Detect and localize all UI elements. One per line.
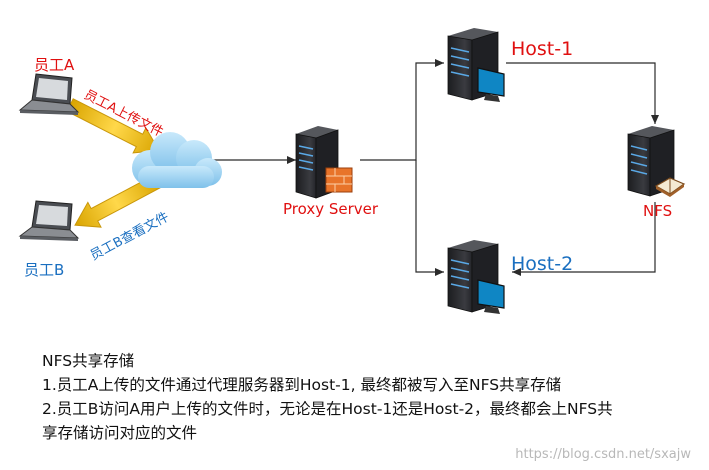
cloud-icon bbox=[132, 132, 222, 188]
laptop-icon-employee-a bbox=[18, 73, 80, 115]
employee-b-label: 员工B bbox=[24, 261, 65, 279]
host2-server-icon bbox=[447, 240, 505, 314]
host1-label: Host-1 bbox=[511, 38, 574, 60]
host1-to-nfs-connector bbox=[506, 62, 659, 124]
proxy-to-host2-connector bbox=[415, 160, 444, 276]
book-icon bbox=[654, 177, 686, 197]
nfs-label: NFS bbox=[643, 202, 673, 220]
proxy-server-label: Proxy Server bbox=[283, 200, 379, 218]
connectors bbox=[212, 59, 659, 276]
host1-server-icon bbox=[447, 28, 505, 102]
laptop-icon-employee-b bbox=[18, 200, 80, 241]
employee-a-label: 员工A bbox=[34, 56, 75, 74]
monitor-icon bbox=[477, 279, 505, 314]
description-line-2: 2.员工B访问A用户上传的文件时，无论是在Host-1还是Host-2，最终都会… bbox=[42, 400, 613, 418]
watermark: https://blog.csdn.net/sxajw bbox=[515, 447, 691, 462]
description-line-3: 享存储访问对应的文件 bbox=[42, 424, 198, 442]
host2-label: Host-2 bbox=[511, 253, 574, 275]
firewall-icon bbox=[325, 167, 353, 193]
description-block: NFS共享存储 1.员工A上传的文件通过代理服务器到Host-1, 最终都被写入… bbox=[42, 349, 682, 445]
proxy-server-icon bbox=[295, 126, 353, 199]
description-line-1: 1.员工A上传的文件通过代理服务器到Host-1, 最终都被写入至NFS共享存储 bbox=[42, 376, 562, 394]
nfs-server-icon bbox=[627, 126, 686, 197]
monitor-icon bbox=[477, 67, 505, 102]
proxy-to-host1-connector bbox=[360, 59, 444, 161]
nfs-to-host2-connector bbox=[512, 202, 656, 276]
description-title: NFS共享存储 bbox=[42, 352, 135, 370]
